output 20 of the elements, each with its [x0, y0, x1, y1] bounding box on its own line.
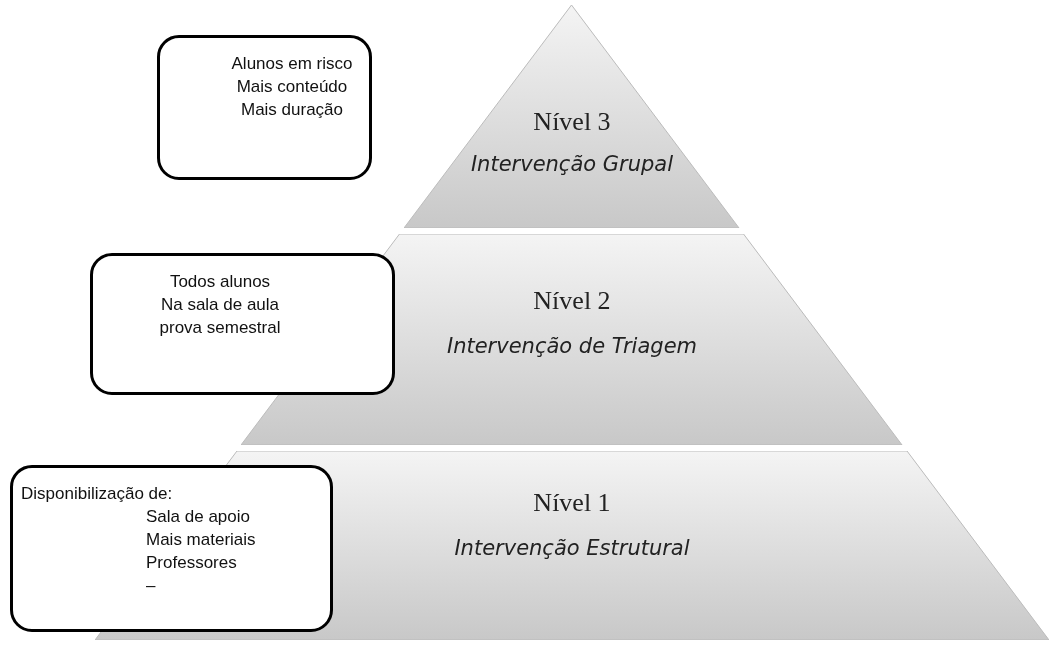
level-title: Nível 2 — [533, 286, 611, 315]
note-box — [10, 465, 333, 632]
level-title: Nível 1 — [533, 488, 611, 517]
note-text: Mais conteúdo — [236, 77, 348, 96]
level-subtitle: Intervenção Estrutural — [454, 536, 690, 560]
note-text: Mais materiais — [146, 530, 256, 549]
note-text: Professores — [146, 553, 237, 572]
level-title: Nível 3 — [533, 107, 611, 136]
note-text: Disponibilização de: — [21, 484, 173, 503]
note-text: Mais duração — [240, 100, 344, 119]
note-text: Na sala de aula — [160, 295, 280, 314]
note-text: Sala de apoio — [146, 507, 250, 526]
note-text: – — [146, 576, 156, 595]
note-box — [157, 35, 372, 180]
note-text: Alunos em risco — [231, 54, 353, 73]
level-subtitle: Intervenção de Triagem — [446, 334, 697, 358]
level-subtitle: Intervenção Grupal — [470, 152, 674, 176]
note-text: prova semestral — [159, 318, 281, 337]
note-box — [90, 253, 395, 395]
note-text: Todos alunos — [169, 272, 271, 291]
